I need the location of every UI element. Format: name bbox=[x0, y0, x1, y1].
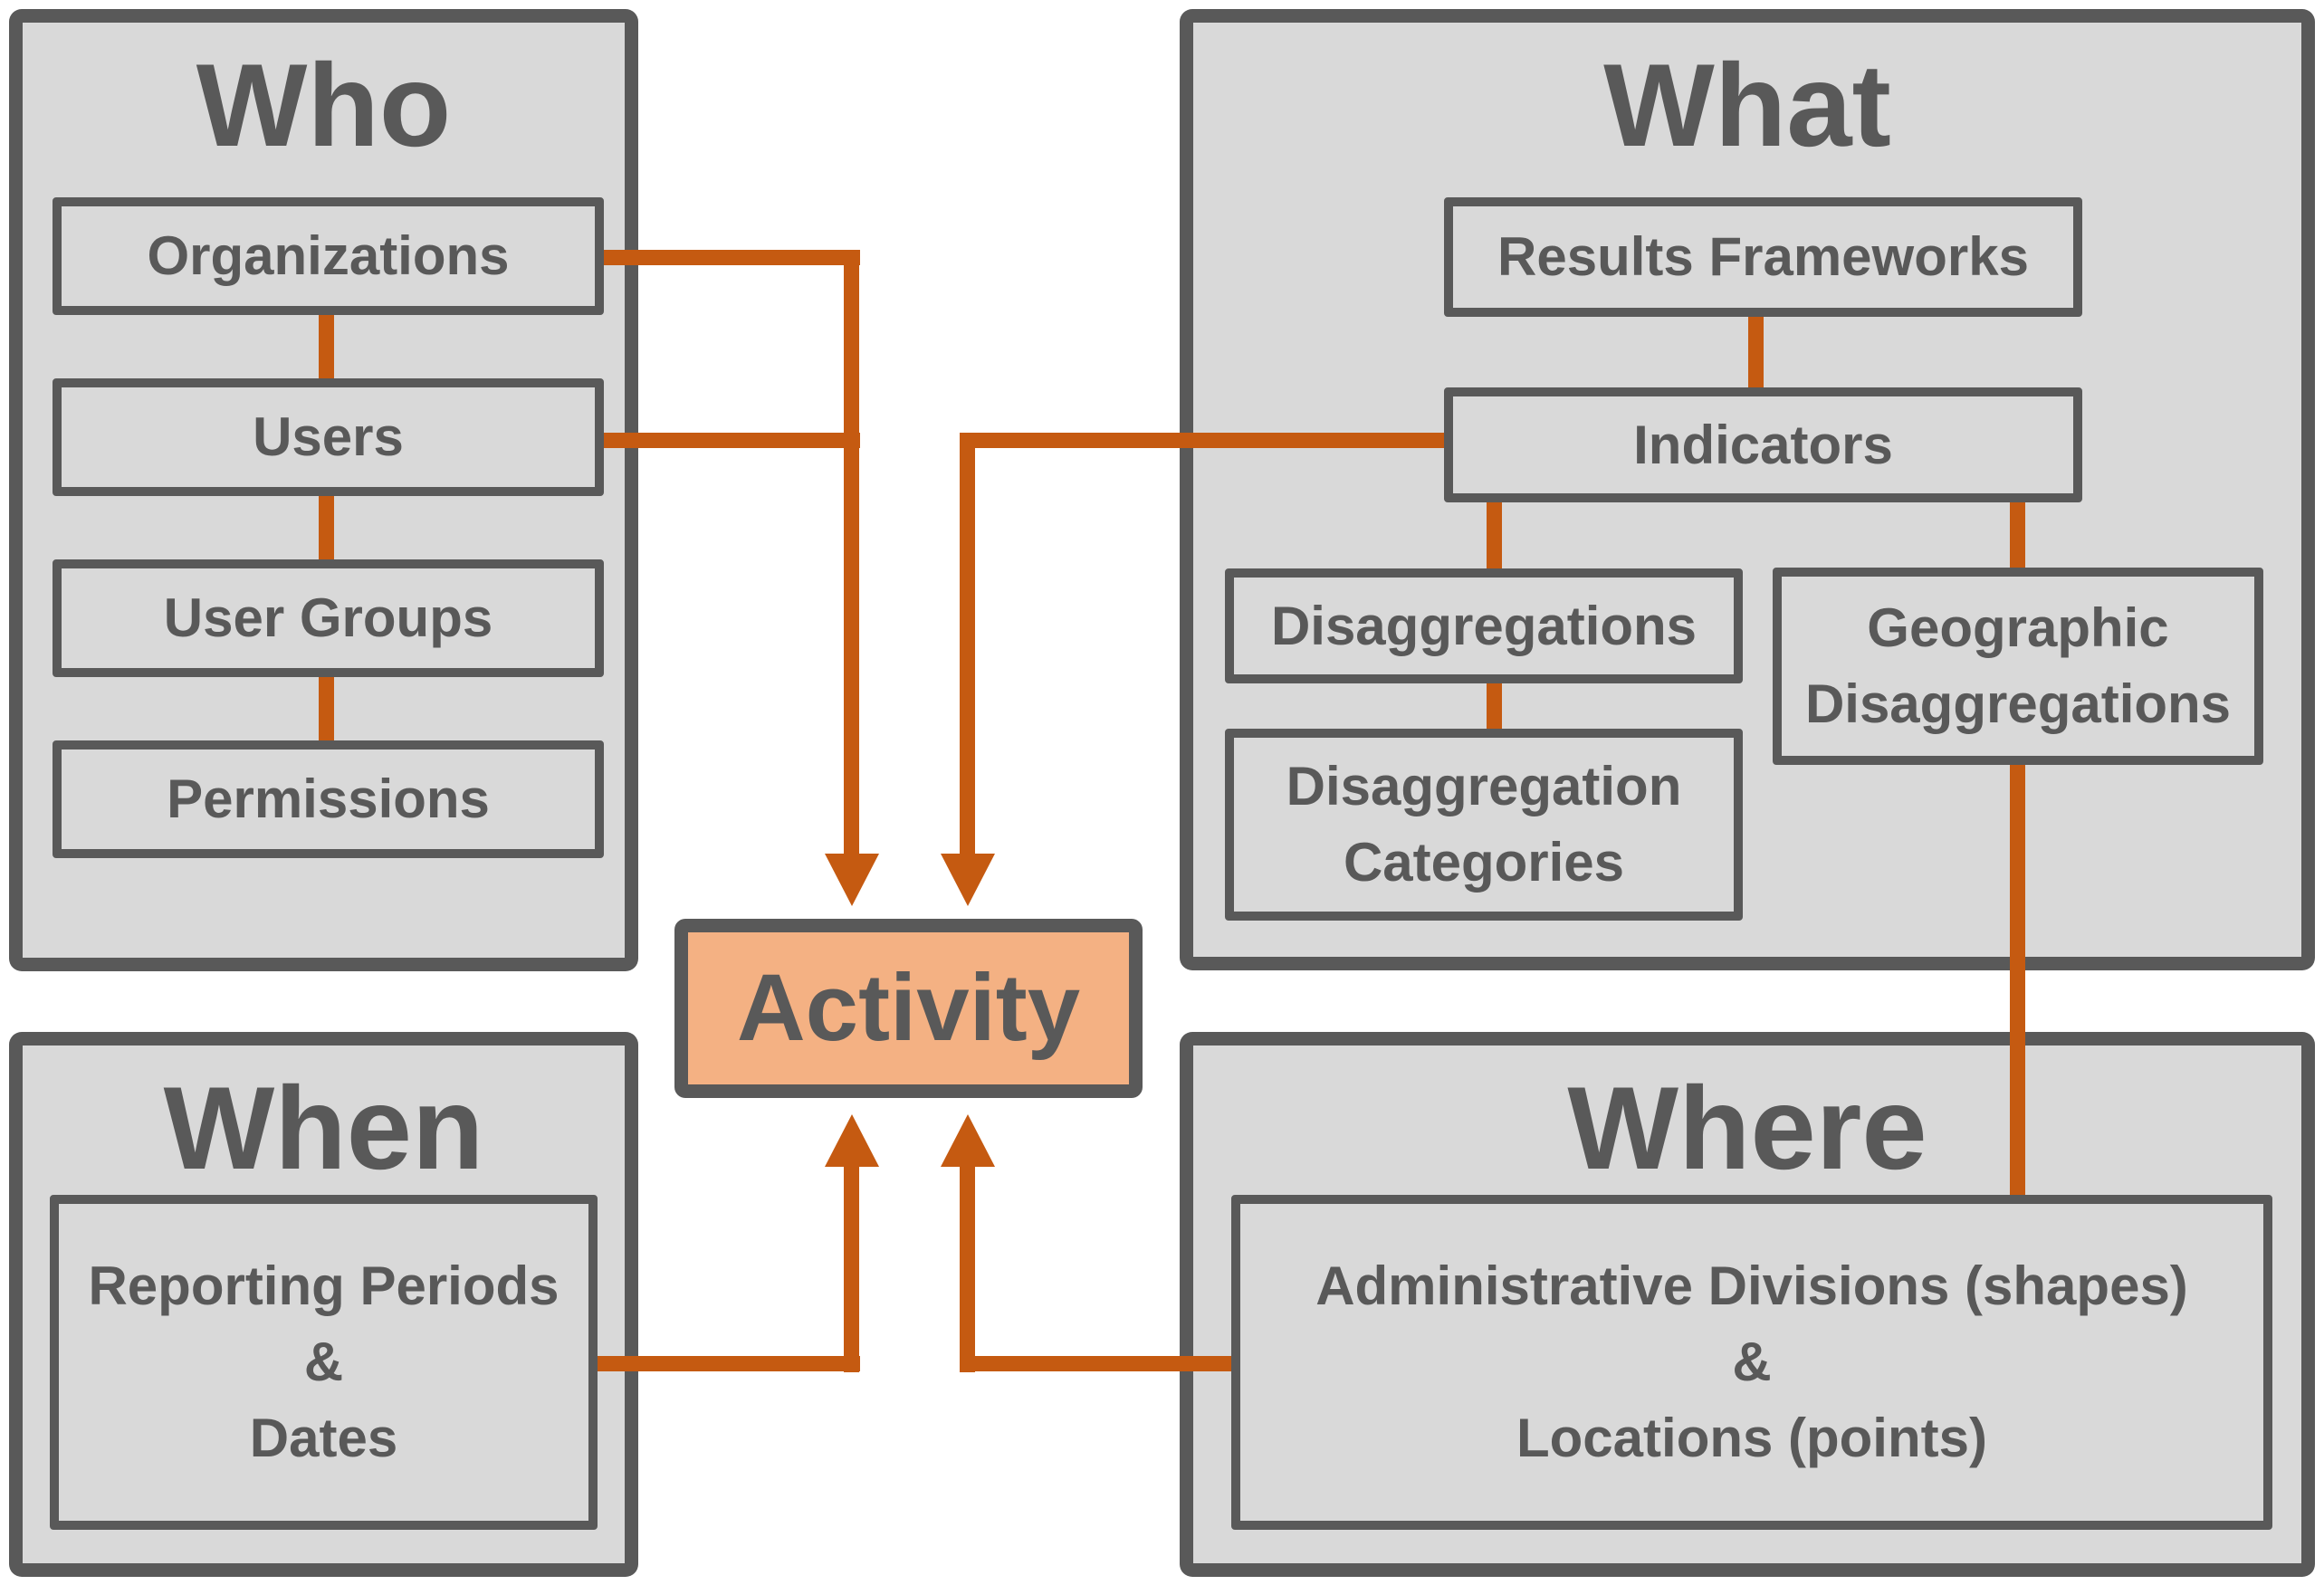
arrowhead-down-left-icon bbox=[825, 854, 879, 906]
connector-indicators-vertical bbox=[960, 433, 975, 856]
indicators-label: Indicators bbox=[1633, 414, 1893, 475]
results-frameworks-box: Results Frameworks bbox=[1444, 197, 2082, 317]
connector-users-horizontal bbox=[604, 433, 860, 448]
disaggregation-categories-box: Disaggregation Categories bbox=[1225, 729, 1743, 921]
arrowhead-up-left-icon bbox=[825, 1114, 879, 1167]
geographic-disaggregations-label: Geographic Disaggregations bbox=[1804, 597, 2232, 734]
connector-when-horizontal bbox=[598, 1356, 860, 1371]
permissions-label: Permissions bbox=[167, 769, 490, 829]
disaggregations-label: Disaggregations bbox=[1270, 595, 1698, 656]
who-title: Who bbox=[196, 39, 452, 171]
users-box: Users bbox=[53, 378, 604, 496]
connector-indicators-disaggregations bbox=[1487, 502, 1502, 568]
user-groups-box: User Groups bbox=[53, 559, 604, 677]
disaggregations-box: Disaggregations bbox=[1225, 568, 1743, 683]
organizations-box: Organizations bbox=[53, 197, 604, 315]
activity-box: Activity bbox=[674, 919, 1143, 1098]
connector-disaggregations-categories bbox=[1487, 683, 1502, 729]
arrowhead-up-right-icon bbox=[941, 1114, 995, 1167]
activity-label: Activity bbox=[736, 955, 1081, 1061]
organizations-label: Organizations bbox=[147, 225, 510, 286]
user-groups-label: User Groups bbox=[163, 587, 493, 648]
connector-resultsframeworks-indicators bbox=[1748, 317, 1764, 387]
what-title: What bbox=[1603, 39, 1891, 171]
connector-where-horizontal bbox=[960, 1356, 1231, 1371]
when-title: When bbox=[163, 1062, 484, 1194]
connector-users-usergroups bbox=[319, 496, 334, 559]
permissions-box: Permissions bbox=[53, 740, 604, 858]
connector-usergroups-permissions bbox=[319, 677, 334, 740]
reporting-periods-label: Reporting Periods & Dates bbox=[88, 1256, 559, 1468]
administrative-divisions-box: Administrative Divisions (shapes) & Loca… bbox=[1231, 1195, 2272, 1530]
connector-indicators-horizontal bbox=[960, 433, 1446, 448]
arrowhead-down-right-icon bbox=[941, 854, 995, 906]
where-title: Where bbox=[1567, 1062, 1927, 1194]
indicators-box: Indicators bbox=[1444, 387, 2082, 502]
connector-when-vertical bbox=[844, 1167, 859, 1372]
connector-organizations-horizontal bbox=[604, 250, 860, 265]
users-label: Users bbox=[253, 406, 404, 467]
connector-where-vertical bbox=[960, 1167, 975, 1372]
administrative-divisions-label: Administrative Divisions (shapes) & Loca… bbox=[1315, 1256, 2188, 1468]
results-frameworks-label: Results Frameworks bbox=[1497, 226, 2029, 287]
reporting-periods-box: Reporting Periods & Dates bbox=[50, 1195, 598, 1530]
connector-organizations-users bbox=[319, 315, 334, 378]
disaggregation-categories-label: Disaggregation Categories bbox=[1286, 756, 1682, 893]
geographic-disaggregations-box: Geographic Disaggregations bbox=[1773, 568, 2263, 765]
connector-who-vertical bbox=[844, 250, 859, 856]
